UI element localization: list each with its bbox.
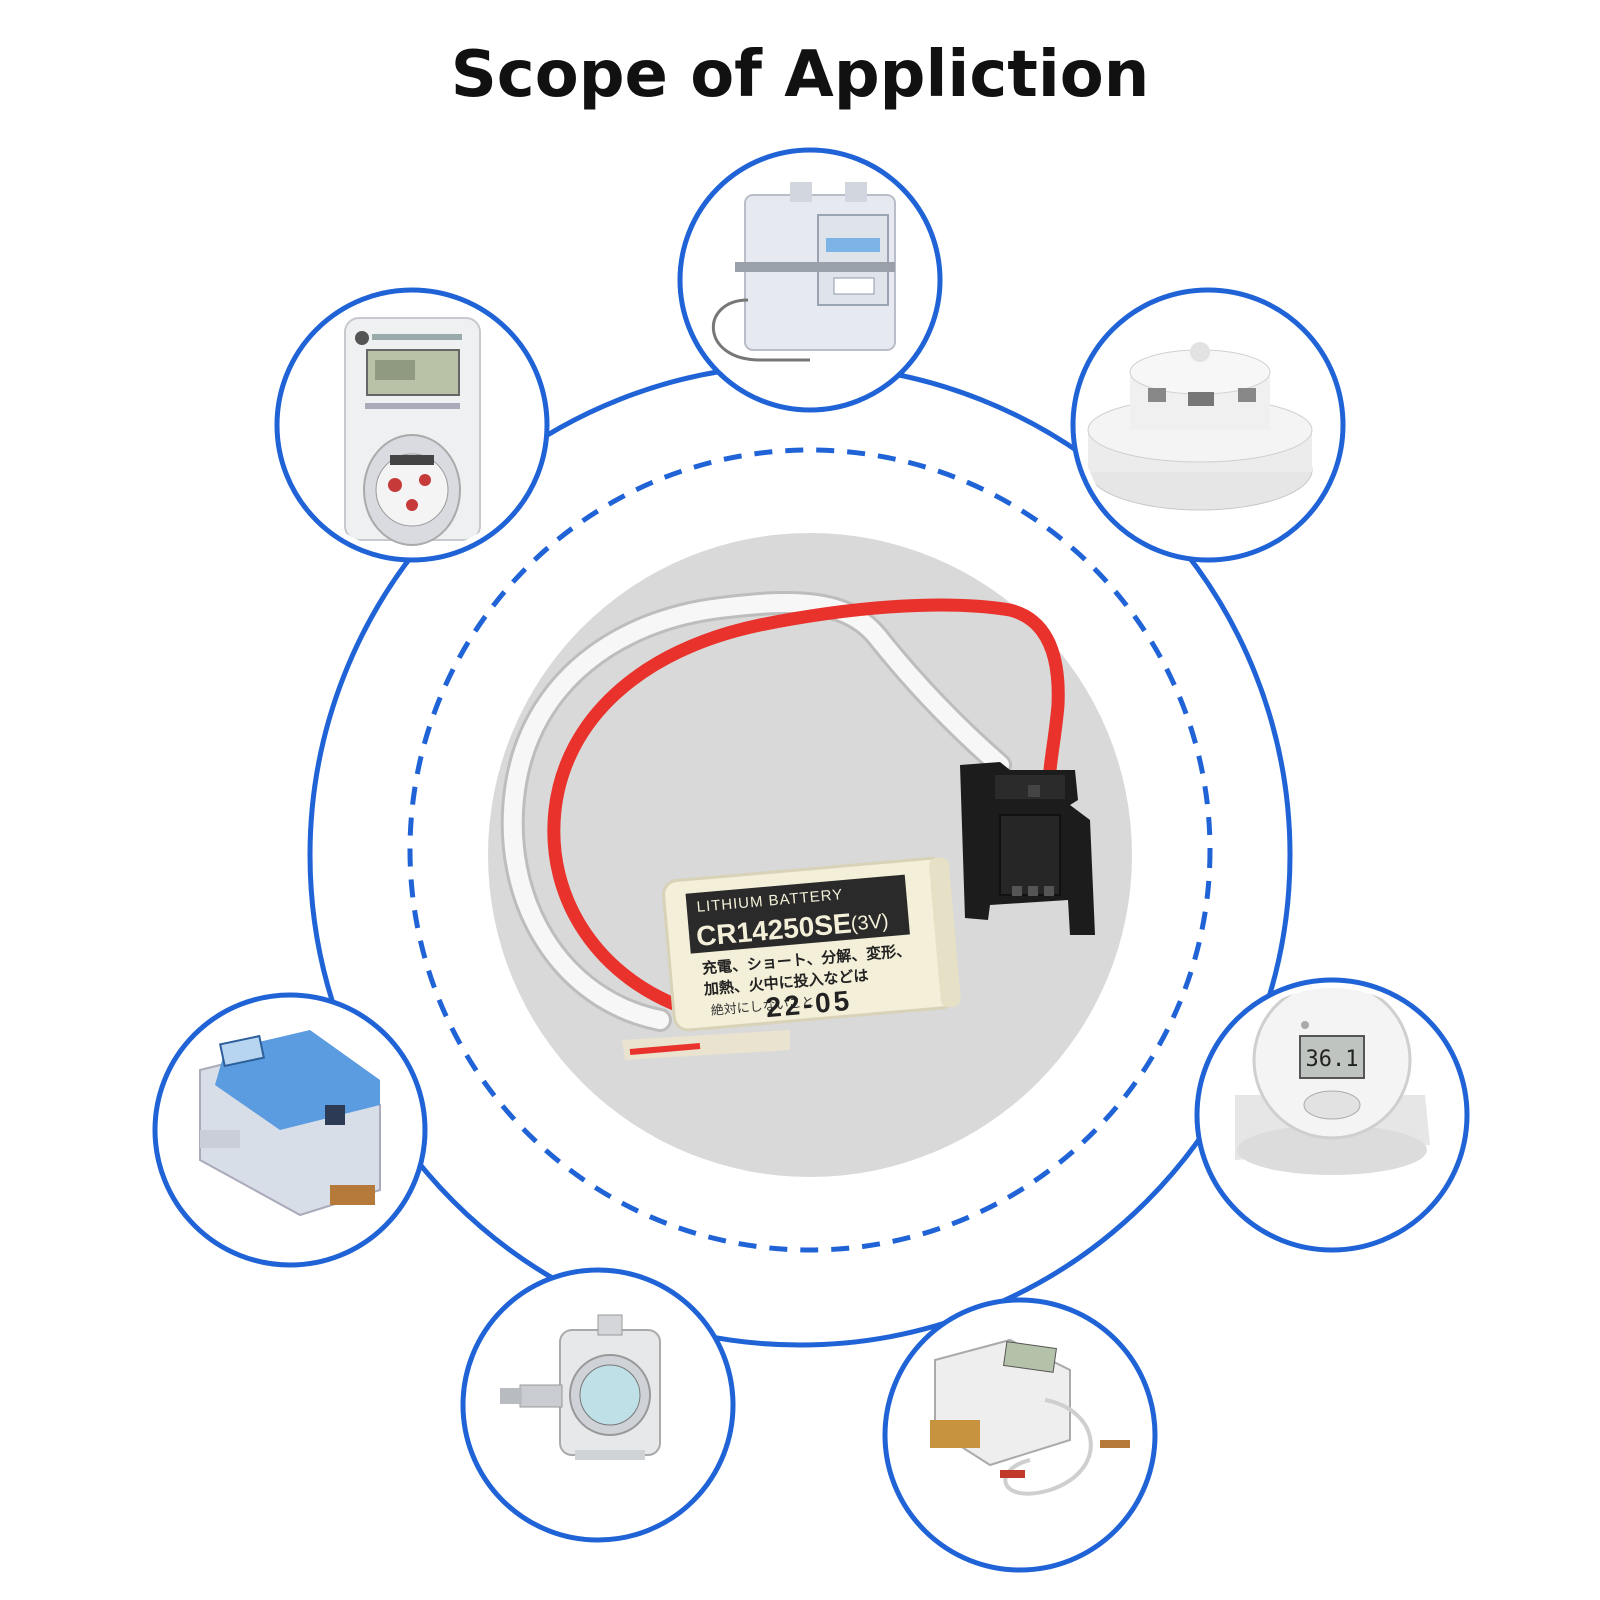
prepaid-water-meter-icon <box>274 287 550 563</box>
battery-band <box>685 874 910 954</box>
battery-voltage-label: (3V) <box>850 910 890 935</box>
heat-meter-icon <box>882 1297 1158 1573</box>
connector <box>960 762 1095 935</box>
inner-dashed-ring <box>407 447 1213 1253</box>
battery-date-code: 22-05 <box>764 985 853 1023</box>
thermometer-reading: 36.1 <box>1306 1047 1359 1072</box>
red-wire <box>547 598 1065 1017</box>
smart-water-meter-icon <box>152 992 428 1268</box>
thermometer-icon: 36.1 <box>1194 977 1470 1253</box>
battery-assembly: LITHIUM BATTERY CR14250SE (3V) 充電、ショート、分… <box>500 590 1095 1060</box>
smoke-detector-icon <box>1070 287 1346 563</box>
page-title: Scope of Appliction <box>450 38 1150 112</box>
battery: LITHIUM BATTERY CR14250SE (3V) 充電、ショート、分… <box>662 856 961 1032</box>
pressure-transmitter-icon <box>460 1267 736 1543</box>
gas-meter-icon <box>677 147 943 413</box>
